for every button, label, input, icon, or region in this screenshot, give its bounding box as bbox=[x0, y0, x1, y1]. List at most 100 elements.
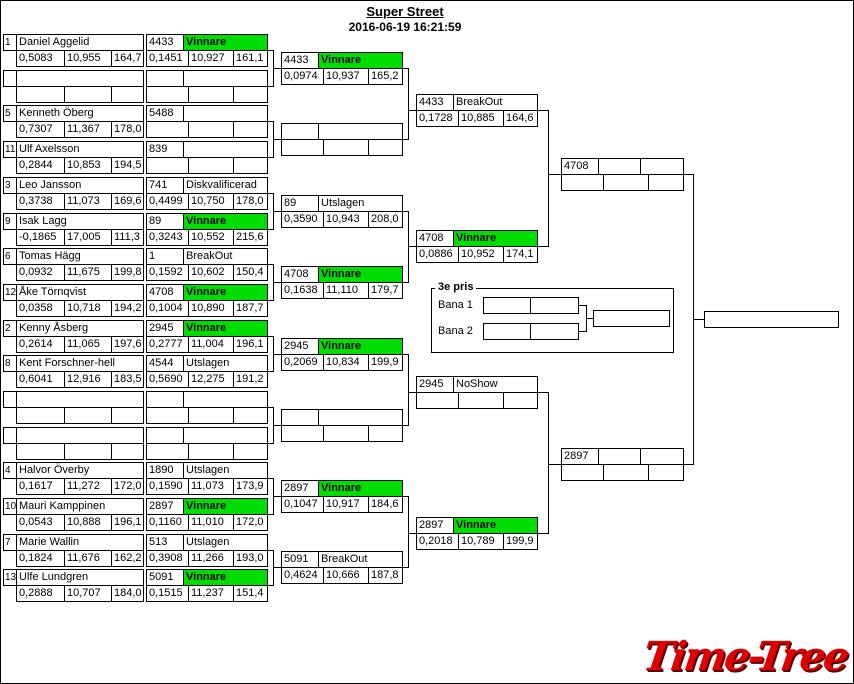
stat-et-cell: 10,955 bbox=[64, 50, 112, 67]
car-number-cell: 2897 bbox=[281, 480, 319, 497]
stat-speed-cell bbox=[233, 121, 268, 138]
stat-reaction-cell bbox=[416, 392, 459, 409]
stat-et-cell: 10,750 bbox=[188, 193, 234, 210]
seed-cell: 4 bbox=[3, 462, 17, 479]
stat-reaction-cell bbox=[561, 174, 604, 191]
stat-et-cell bbox=[323, 425, 369, 442]
stat-speed-cell: 197,6 bbox=[111, 336, 144, 353]
stat-et-cell: 11,272 bbox=[64, 478, 112, 495]
name-cell bbox=[16, 427, 144, 444]
stat-et-cell: 10,927 bbox=[188, 50, 234, 67]
final-result-cell bbox=[640, 158, 684, 175]
seed-cell: 1 bbox=[3, 34, 17, 51]
stat-speed-cell: 173,9 bbox=[233, 478, 268, 495]
third-place-label: 3e pris bbox=[435, 281, 477, 293]
car-number-cell bbox=[281, 123, 319, 140]
final-result-cell bbox=[640, 448, 684, 465]
stat-speed-cell bbox=[368, 425, 403, 442]
status-cell: Vinnare bbox=[318, 52, 403, 69]
connector-line bbox=[273, 68, 281, 69]
third-place-result-box bbox=[593, 310, 670, 327]
stat-reaction-cell: 0,1824 bbox=[16, 550, 65, 567]
status-cell: Vinnare bbox=[318, 338, 403, 355]
final-result-cell bbox=[598, 448, 641, 465]
car-number-cell: 2897 bbox=[146, 498, 184, 515]
status-cell bbox=[318, 409, 403, 426]
stat-speed-cell: 150,4 bbox=[233, 264, 268, 281]
stat-speed-cell: 161,1 bbox=[233, 50, 268, 67]
connector-line bbox=[402, 496, 409, 497]
connector-line bbox=[548, 110, 549, 247]
car-number-cell: 4433 bbox=[416, 94, 454, 111]
seed-cell bbox=[3, 70, 17, 87]
stat-reaction-cell bbox=[281, 425, 324, 442]
stat-speed-cell: 196,1 bbox=[111, 514, 144, 531]
stat-reaction-cell bbox=[146, 121, 189, 138]
connector-line bbox=[267, 121, 274, 122]
stat-speed-cell: 178,0 bbox=[111, 121, 144, 138]
stat-reaction-cell bbox=[146, 407, 189, 424]
name-cell: Kent Forschner-hell bbox=[16, 355, 144, 372]
connector-line bbox=[408, 533, 416, 534]
stat-reaction-cell: 0,2018 bbox=[416, 533, 459, 550]
connector-line bbox=[408, 354, 409, 426]
lane-box bbox=[530, 297, 579, 314]
connector-line bbox=[267, 300, 274, 301]
stat-et-cell: 11,010 bbox=[188, 514, 234, 531]
stat-reaction-cell bbox=[16, 407, 65, 424]
name-cell: Daniel Aggelid bbox=[16, 34, 144, 51]
stat-speed-cell: 199,8 bbox=[111, 264, 144, 281]
seed-cell: 8 bbox=[3, 355, 17, 372]
lane-2-label: Bana 2 bbox=[438, 325, 473, 337]
stat-reaction-cell: 0,0932 bbox=[16, 264, 65, 281]
stat-speed-cell: 183,5 bbox=[111, 371, 144, 388]
stat-speed-cell bbox=[648, 464, 684, 481]
time-tree-logo: Time-Tree bbox=[640, 633, 851, 680]
status-cell: Utslagen bbox=[183, 534, 268, 551]
stat-et-cell bbox=[603, 464, 649, 481]
connector-line bbox=[267, 585, 274, 586]
status-cell: Vinnare bbox=[183, 569, 268, 586]
stat-et-cell: 11,073 bbox=[188, 478, 234, 495]
lane-box bbox=[483, 297, 531, 314]
connector-line bbox=[402, 211, 409, 212]
connector-line bbox=[273, 139, 281, 140]
stat-et-cell: 10,885 bbox=[458, 110, 504, 127]
connector-line bbox=[537, 392, 549, 393]
status-cell bbox=[183, 105, 268, 122]
stat-et-cell bbox=[188, 407, 234, 424]
connector-line bbox=[578, 331, 587, 332]
stat-et-cell: 11,073 bbox=[64, 193, 112, 210]
stat-speed-cell bbox=[233, 443, 268, 460]
stat-speed-cell: 194,5 bbox=[111, 157, 144, 174]
name-cell: Ulf Axelsson bbox=[16, 141, 144, 158]
connector-line bbox=[578, 305, 587, 306]
connector-line bbox=[548, 174, 561, 175]
connector-line bbox=[273, 496, 281, 497]
stat-reaction-cell: 0,7307 bbox=[16, 121, 65, 138]
stat-et-cell: 10,890 bbox=[188, 300, 234, 317]
seed-cell: 3 bbox=[3, 177, 17, 194]
connector-line bbox=[267, 336, 274, 337]
seed-cell: 9 bbox=[3, 213, 17, 230]
stat-reaction-cell: 0,1515 bbox=[146, 585, 189, 602]
connector-line bbox=[267, 264, 274, 265]
stat-et-cell: 10,666 bbox=[323, 567, 369, 584]
status-cell bbox=[318, 123, 403, 140]
stat-et-cell: 17,005 bbox=[64, 229, 112, 246]
connector-line bbox=[267, 407, 274, 408]
stat-speed-cell bbox=[111, 443, 144, 460]
stat-reaction-cell: 0,2069 bbox=[281, 354, 324, 371]
name-cell: Halvor Överby bbox=[16, 462, 144, 479]
stat-et-cell: 10,917 bbox=[323, 496, 369, 513]
connector-line bbox=[402, 139, 409, 140]
stat-reaction-cell: 0,3590 bbox=[281, 211, 324, 228]
stat-et-cell: 10,888 bbox=[64, 514, 112, 531]
seed-cell bbox=[3, 427, 17, 444]
car-number-cell bbox=[146, 70, 184, 87]
stat-reaction-cell: 0,1592 bbox=[146, 264, 189, 281]
connector-line bbox=[267, 229, 274, 230]
connector-line bbox=[548, 392, 549, 534]
stat-et-cell: 12,275 bbox=[188, 371, 234, 388]
